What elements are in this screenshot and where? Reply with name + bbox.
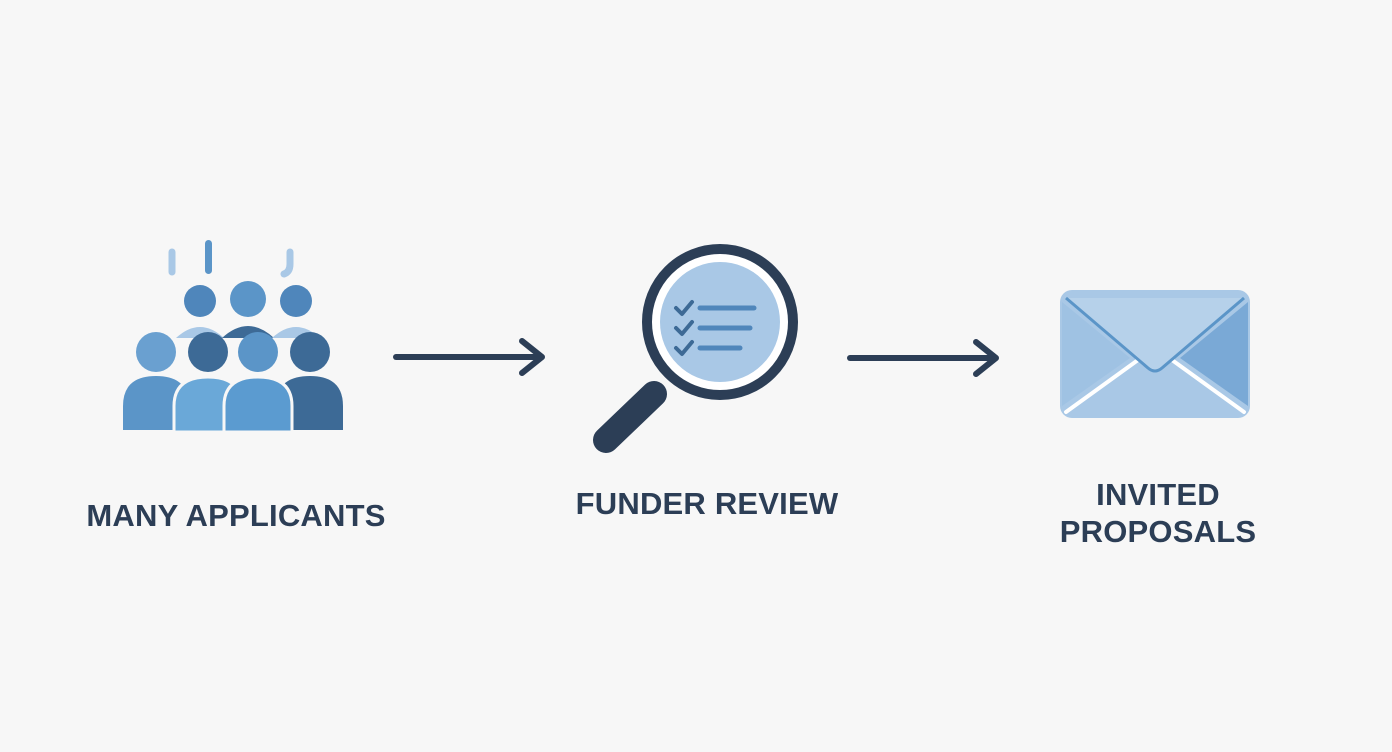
step-label-review: FUNDER REVIEW (527, 485, 887, 522)
arrow-right-icon (846, 336, 1006, 380)
label-line: MANY APPLICANTS (86, 498, 386, 533)
label-line: PROPOSALS (1059, 514, 1257, 549)
step-label-invited: INVITED PROPOSALS (978, 476, 1338, 550)
step-label-applicants: MANY APPLICANTS (56, 497, 416, 534)
people-group-icon (118, 234, 348, 434)
magnifier-checklist-icon (592, 244, 802, 459)
label-line: FUNDER REVIEW (575, 486, 839, 521)
label-line: INVITED (1096, 477, 1220, 512)
arrow-right-icon (392, 335, 552, 379)
checklist-icon (674, 300, 757, 356)
envelope-icon (1058, 288, 1252, 420)
